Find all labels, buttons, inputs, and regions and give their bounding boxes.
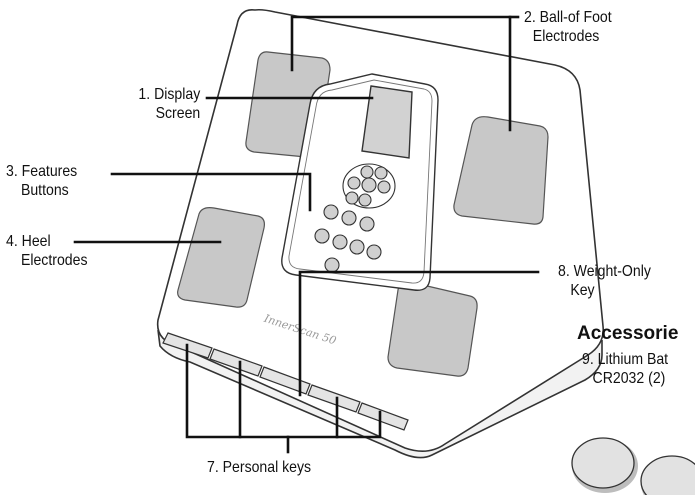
nav-lower-left-button[interactable]	[345, 191, 359, 205]
nav-center-button[interactable]	[361, 177, 377, 193]
feature-button[interactable]	[349, 239, 365, 255]
callout-weight-only: 8. Weight-Only Key	[558, 262, 651, 300]
leader-ball-of-foot	[290, 15, 512, 132]
feature-button[interactable]	[332, 234, 348, 250]
feature-button[interactable]	[323, 204, 339, 220]
callout-features-line2: Buttons	[20, 182, 69, 199]
callout-display: 1. Display Screen	[138, 85, 200, 123]
callout-personal-keys: 7. Personal keys	[207, 458, 311, 477]
ball-of-foot-electrode-right	[453, 116, 549, 225]
nav-upper-right-button[interactable]	[374, 166, 388, 180]
personal-key[interactable]	[259, 366, 311, 395]
callout-ball-of-foot-line2: Electrodes	[532, 28, 600, 45]
feature-button[interactable]	[366, 244, 382, 260]
callout-display-line1: 1. Display	[138, 86, 200, 103]
nav-right-button[interactable]	[377, 180, 391, 194]
accessories-heading: Accessorie	[577, 323, 679, 344]
callout-weight-only-line2: Key	[570, 282, 595, 299]
callout-heel-line1: 4. Heel	[6, 233, 51, 250]
callout-display-line2: Screen	[155, 105, 200, 122]
feature-button[interactable]	[359, 216, 375, 232]
nav-up-button[interactable]	[360, 165, 374, 179]
heel-electrode-right	[387, 281, 478, 377]
personal-key[interactable]	[209, 348, 263, 377]
callout-ball-of-foot-line1: 2. Ball-of Foot	[524, 9, 612, 26]
callout-features-line1: 3. Features	[6, 163, 78, 180]
leader-lines	[73, 15, 540, 454]
accessories-battery: 9. Lithium Bat CR2032 (2)	[582, 350, 668, 388]
feature-button[interactable]	[341, 210, 357, 226]
accessories-battery-line1: 9. Lithium Bat	[582, 351, 669, 368]
personal-key[interactable]	[307, 384, 361, 413]
heel-electrode-left	[177, 207, 265, 308]
feature-button[interactable]	[314, 228, 330, 244]
battery-coin-2-face	[640, 455, 695, 495]
callout-heel-line2: Electrodes	[20, 252, 88, 269]
leader-weight-only	[298, 270, 540, 397]
callout-weight-only-line1: 8. Weight-Only	[558, 263, 651, 280]
callout-features: 3. Features Buttons	[6, 162, 77, 200]
feature-buttons	[314, 165, 391, 273]
accessories-battery-line2: CR2032 (2)	[592, 370, 666, 387]
nav-down-button[interactable]	[358, 193, 372, 207]
display-screen	[361, 85, 413, 159]
personal-key[interactable]	[357, 402, 409, 431]
leader-features	[110, 172, 312, 212]
nav-left-button[interactable]	[347, 176, 361, 190]
callout-ball-of-foot: 2. Ball-of Foot Electrodes	[524, 8, 612, 46]
battery-coin-1-face	[571, 437, 635, 489]
callout-personal-keys-line1: 7. Personal keys	[207, 459, 312, 476]
weight-only-button[interactable]	[324, 257, 340, 273]
leader-personal-keys	[185, 343, 382, 439]
lithium-batteries	[571, 437, 695, 495]
callout-heel: 4. Heel Electrodes	[6, 232, 87, 270]
